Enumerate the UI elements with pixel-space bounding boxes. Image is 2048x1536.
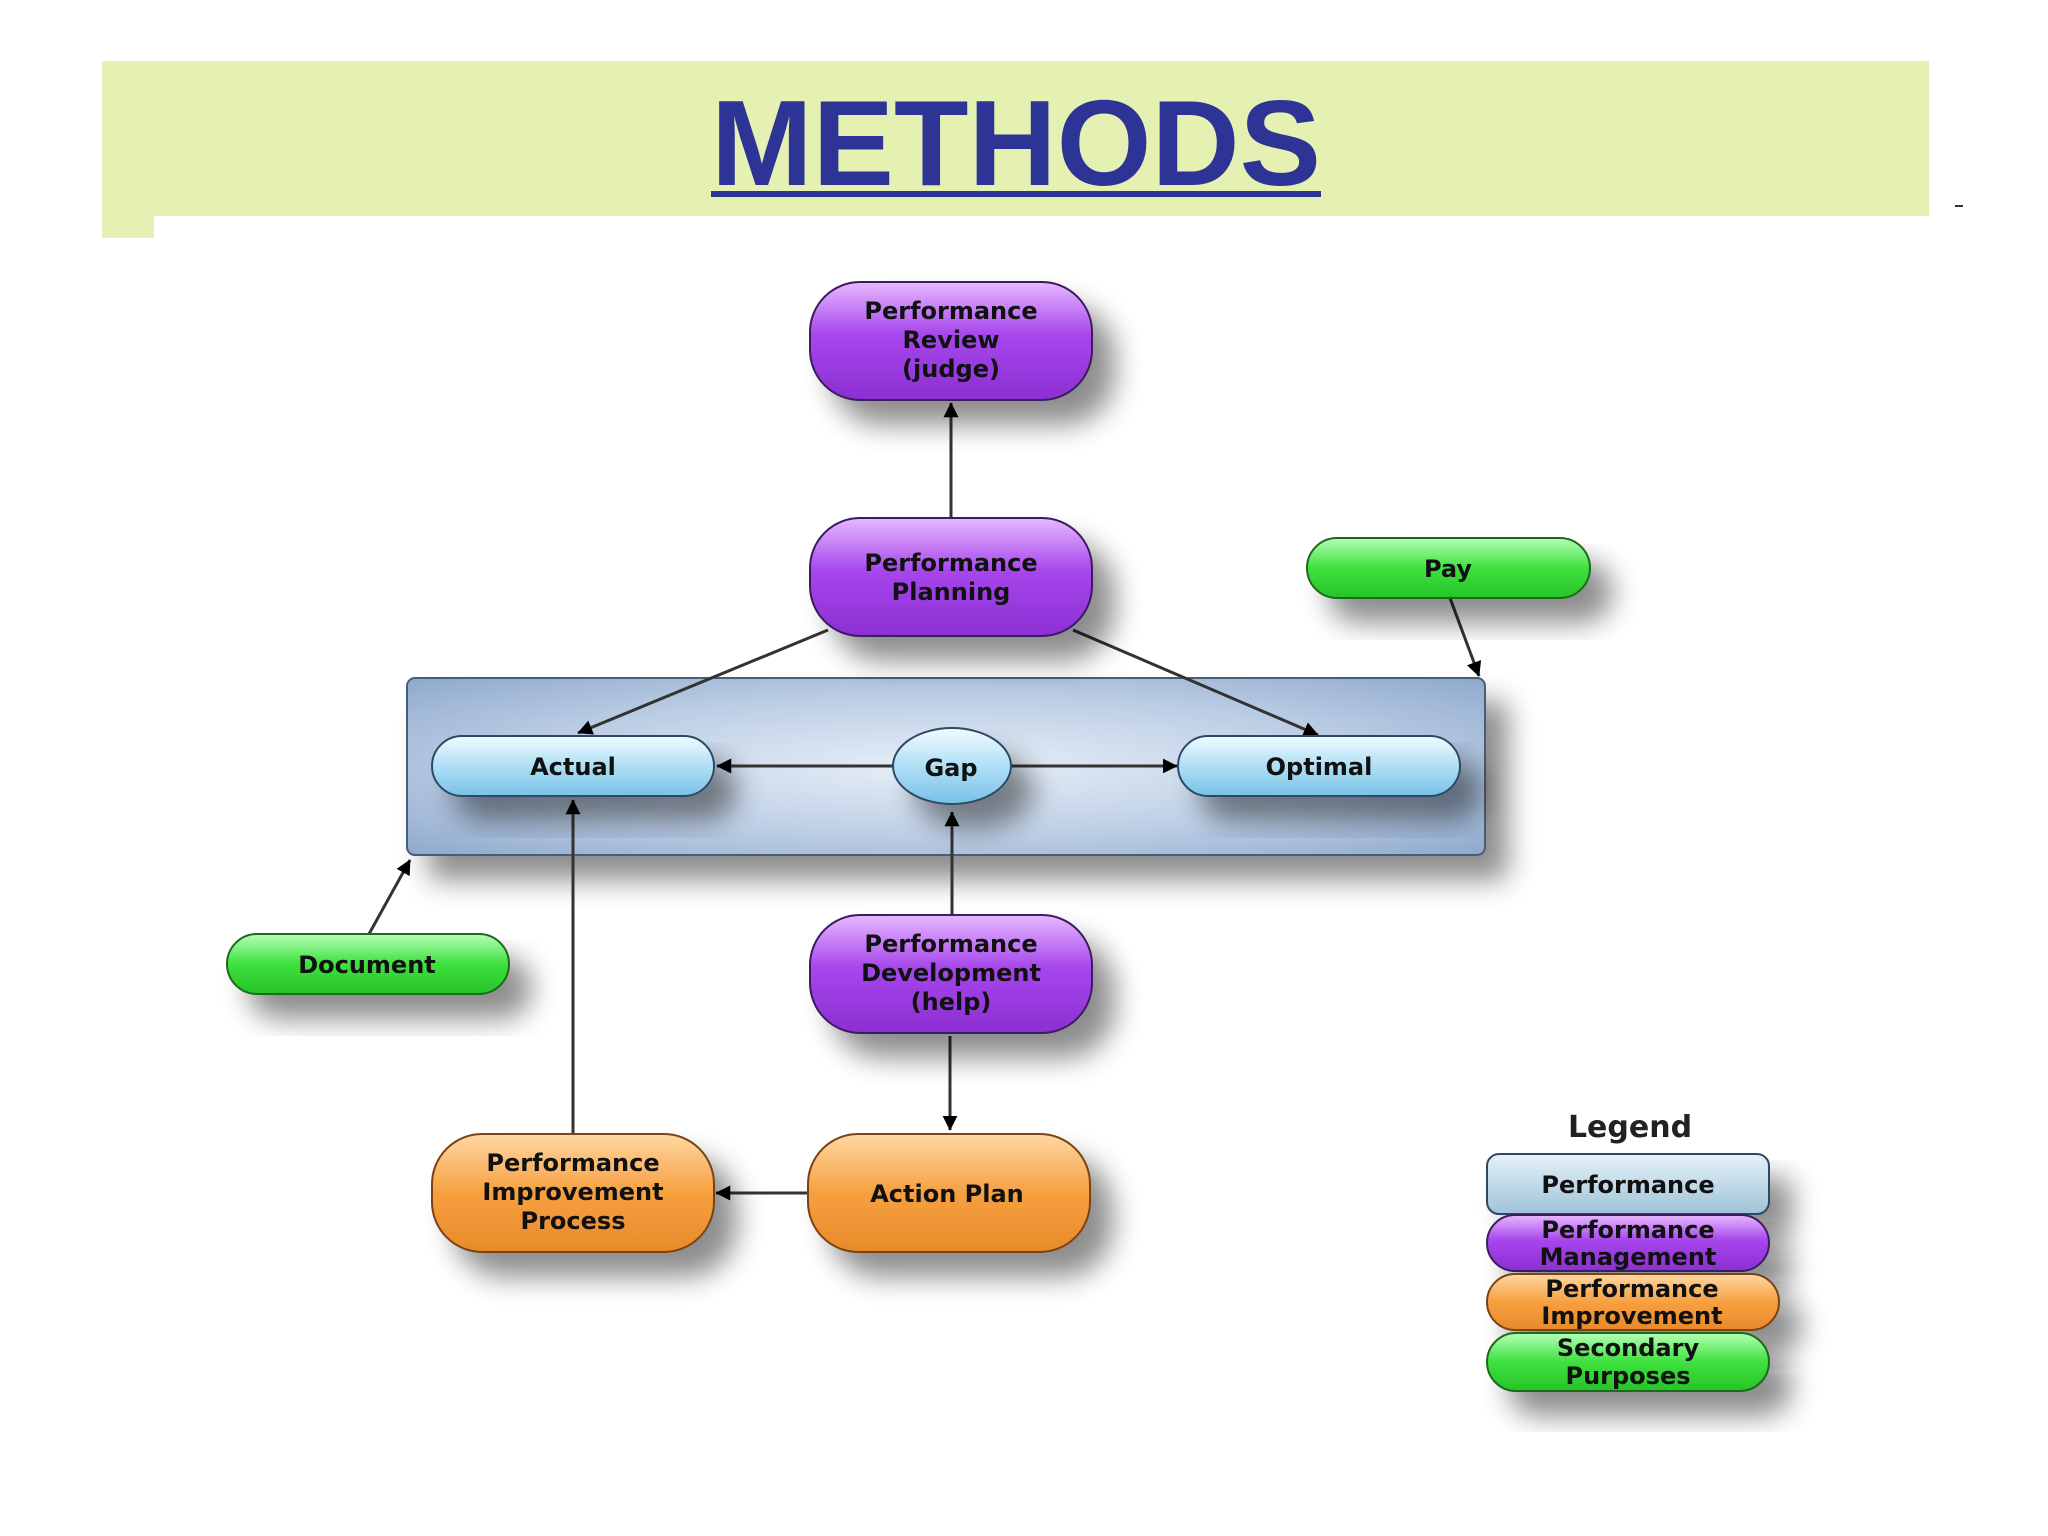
svg-text:Performance: Performance xyxy=(1541,1171,1714,1199)
edge-pay-panel xyxy=(1448,597,1482,677)
legend-item-performance: Performance xyxy=(1486,1153,1770,1215)
svg-text:Gap: Gap xyxy=(924,754,977,782)
svg-text:Optimal: Optimal xyxy=(1266,753,1373,781)
edge-planning-optimal xyxy=(1072,628,1319,737)
node-actual: Actual xyxy=(431,735,715,797)
corner-dash xyxy=(1955,205,1963,207)
edges xyxy=(367,402,1482,1201)
svg-text:Action Plan: Action Plan xyxy=(870,1180,1024,1208)
title-band xyxy=(102,61,1929,216)
legend-title: Legend xyxy=(1568,1110,1692,1145)
node-optimal: Optimal xyxy=(1177,735,1461,797)
node-document: Document xyxy=(226,933,510,995)
svg-text:Actual: Actual xyxy=(530,753,616,781)
edge-planning-actual xyxy=(577,628,829,735)
svg-text:Document: Document xyxy=(298,951,436,979)
node-action-plan: Action Plan xyxy=(807,1133,1091,1253)
node-pay: Pay xyxy=(1306,537,1591,599)
svg-text:Pay: Pay xyxy=(1424,555,1472,583)
page-title: METHODS xyxy=(711,75,1321,211)
node-gap: Gap xyxy=(892,727,1012,805)
edge-document-panel xyxy=(367,859,412,935)
title-band-tab xyxy=(102,210,154,238)
